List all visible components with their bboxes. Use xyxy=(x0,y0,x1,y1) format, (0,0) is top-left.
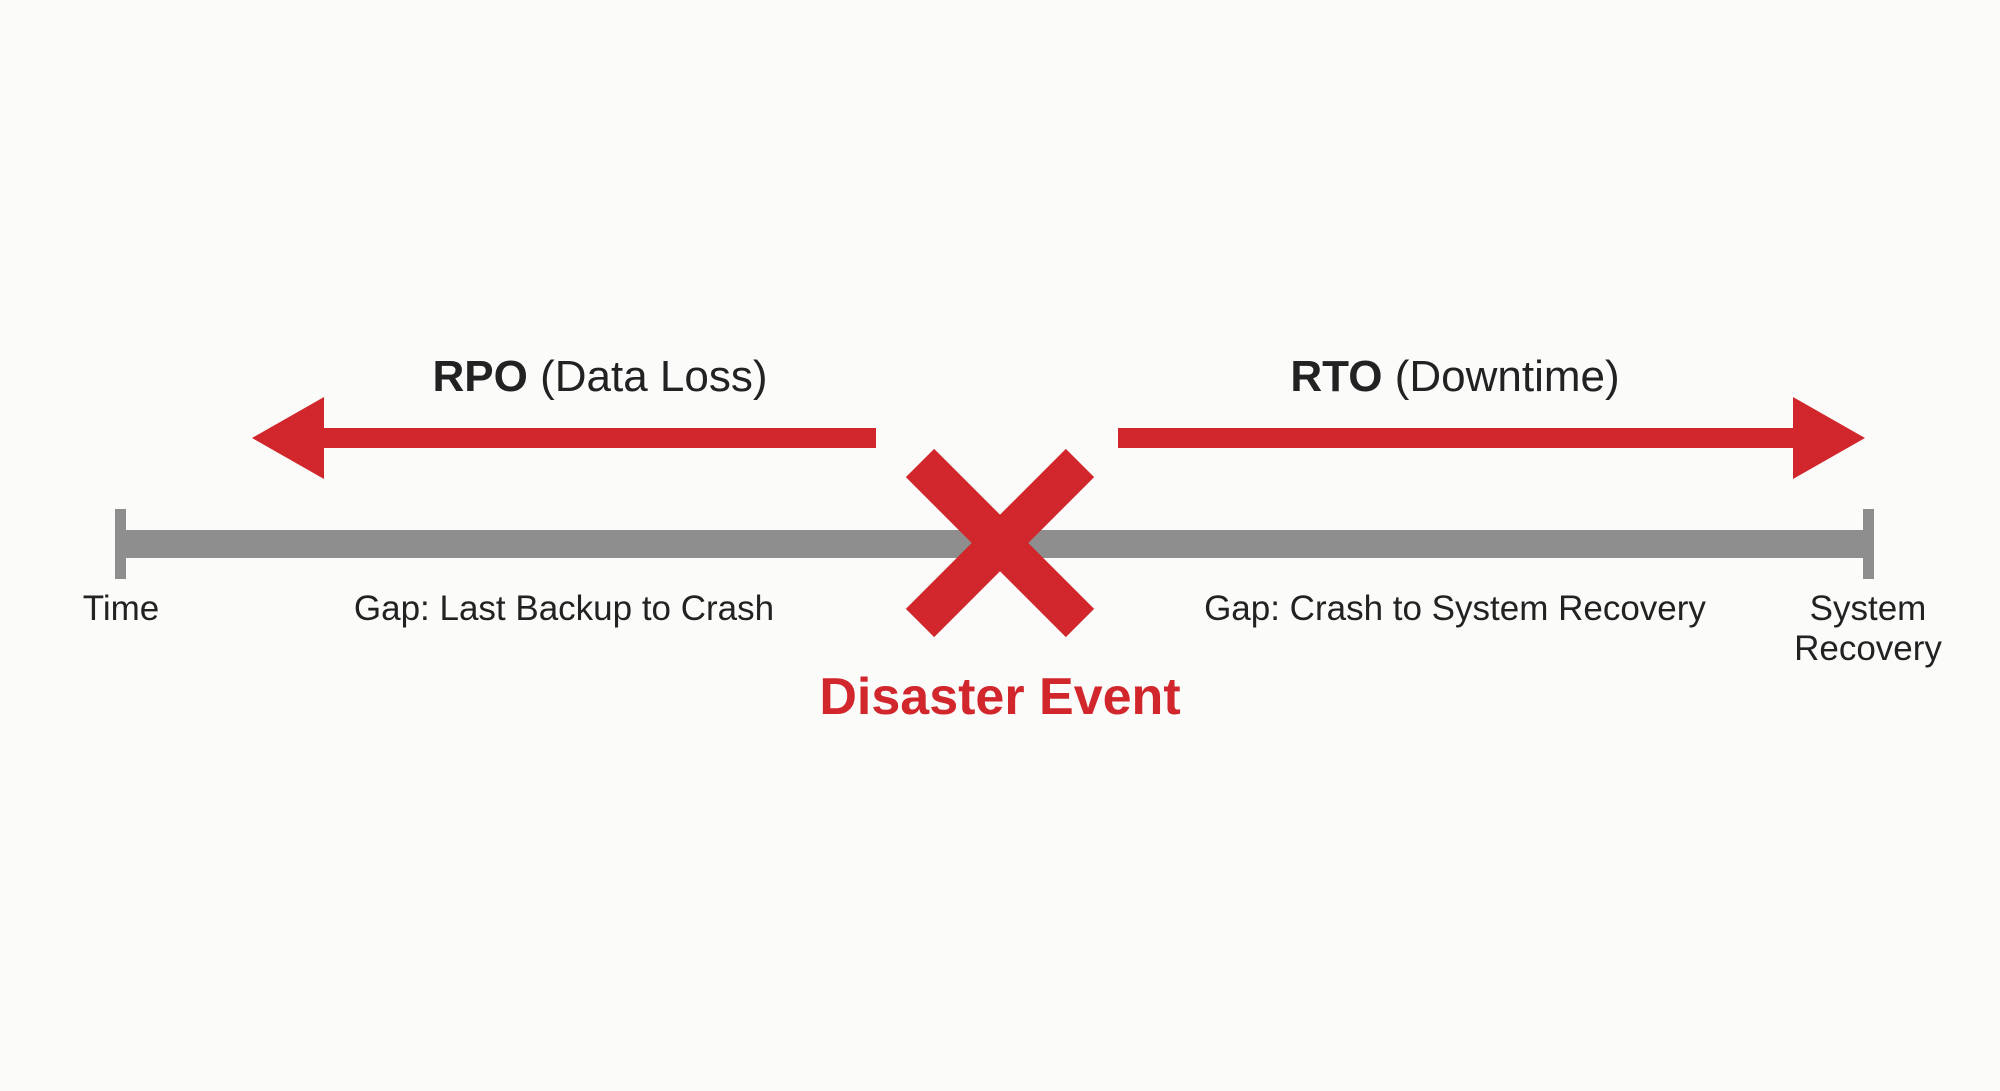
timeline-end-tick xyxy=(1863,509,1874,579)
timeline-end-label-line2: Recovery xyxy=(1794,629,1942,669)
rpo-heading: RPO (Data Loss) xyxy=(432,352,767,403)
rto-gap-label: Gap: Crash to System Recovery xyxy=(1204,589,1706,628)
rpo-abbr: RPO xyxy=(432,352,528,401)
rto-arrow xyxy=(1118,397,1865,479)
rto-abbr: RTO xyxy=(1290,352,1383,401)
timeline-end-label: System Recovery xyxy=(1794,589,1942,670)
rto-arrow-head xyxy=(1793,397,1865,479)
rpo-arrow-shaft xyxy=(322,428,876,448)
rto-desc: (Downtime) xyxy=(1394,352,1620,401)
disaster-event-label: Disaster Event xyxy=(819,668,1181,726)
rto-arrow-shaft xyxy=(1118,428,1796,448)
rpo-desc: (Data Loss) xyxy=(540,352,768,401)
x-mark-icon xyxy=(905,448,1095,638)
rpo-gap-label: Gap: Last Backup to Crash xyxy=(353,589,775,628)
rto-heading: RTO (Downtime) xyxy=(1290,352,1619,403)
timeline-end-label-line1: System xyxy=(1809,589,1927,628)
rpo-arrow xyxy=(252,397,876,479)
timeline-start-label: Time xyxy=(82,589,160,628)
timeline-start-tick xyxy=(115,509,126,579)
rpo-arrow-head xyxy=(252,397,324,479)
